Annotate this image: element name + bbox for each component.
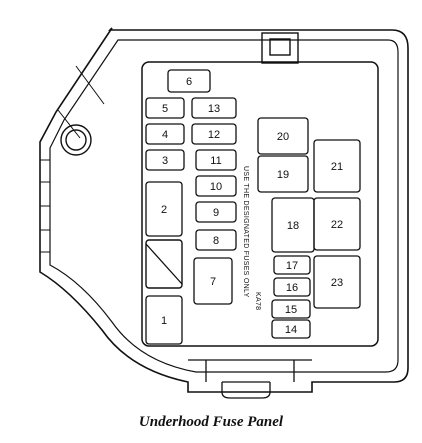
fuse-outline-11: [195, 149, 237, 171]
fuse-label-3: 3: [162, 155, 168, 167]
fuse-slot-13: 13: [191, 97, 237, 119]
fuse-label-7: 7: [210, 276, 216, 288]
fuse-outline-5: [145, 97, 185, 119]
fuse-label-19: 19: [277, 169, 289, 181]
fuse-slot-19: 19: [257, 155, 309, 193]
fuse-label-22: 22: [331, 219, 343, 231]
fuse-label-11: 11: [210, 155, 221, 167]
fuse-label-18: 18: [287, 220, 299, 232]
fuse-label-4: 4: [162, 129, 168, 141]
fuse-outline-12: [191, 123, 237, 145]
fuse-slot-5: 5: [145, 97, 185, 119]
fuse-slot-16: 16: [273, 277, 311, 297]
designated-fuses-label: USE THE DESIGNATED FUSES ONLY: [242, 166, 249, 298]
fuse-slot-12: 12: [191, 123, 237, 145]
fuse-outline-21: [313, 139, 361, 193]
fuse-outline-6: [167, 69, 211, 93]
fuse-layer: 6 5 13 4 12 3 11 10 2 9 8 7 1 20 19 21 18 22 17 16 23 15 14: [145, 69, 361, 345]
fuse-slot-4: 4: [145, 123, 185, 145]
fuse-slot-18: 18: [271, 197, 315, 253]
fuse-slot-21: 21: [313, 139, 361, 193]
fuse-slot-3: 3: [145, 149, 185, 171]
fuse-label-20: 20: [277, 131, 289, 143]
fuse-slot-15: 15: [271, 299, 311, 319]
top-latch: [261, 32, 299, 64]
fuse-outline-22: [313, 197, 361, 251]
fuse-slot-6: 6: [167, 69, 211, 93]
fuse-outline-2: [145, 181, 183, 237]
fuse-label-12: 12: [208, 129, 220, 141]
fuse-label-13: 13: [208, 103, 220, 115]
fuse-slot-2: 2: [145, 181, 183, 237]
fuse-label-21: 21: [331, 161, 343, 173]
fuse-block: [141, 61, 379, 347]
mounting-hole-icon: [60, 124, 92, 156]
fuse-label-2: 2: [161, 204, 167, 216]
fuse-label-15: 15: [285, 304, 297, 316]
fuse-label-1: 1: [161, 315, 167, 327]
panel-housing-inner: [49, 39, 399, 373]
fuse-slot-10: 10: [195, 175, 237, 197]
fuse-outline-9: [195, 201, 237, 223]
fuse-outline-4: [145, 123, 185, 145]
fuse-label-8: 8: [213, 235, 219, 247]
fuse-slot-14: 14: [271, 319, 311, 339]
fuse-slot-23: 23: [313, 255, 361, 309]
bottom-clip: [188, 359, 312, 399]
fuse-outline-14: [271, 319, 311, 339]
fuse-label-6: 6: [186, 76, 192, 88]
fuse-slot-8: 8: [195, 229, 237, 251]
code-label: KA78: [254, 292, 261, 310]
fuse-outline-7: [193, 257, 233, 305]
fuse-label-14: 14: [285, 324, 297, 336]
fuse-outline-13: [191, 97, 237, 119]
fuse-slot-20: 20: [257, 117, 309, 155]
fuse-outline-19: [257, 155, 309, 193]
fuse-label-16: 16: [286, 282, 298, 294]
fuse-label-5: 5: [162, 103, 168, 115]
housing-ribs: [40, 65, 105, 253]
fuse-outline-10: [195, 175, 237, 197]
fuse-outline-16: [273, 277, 311, 297]
fuse-outline-8: [195, 229, 237, 251]
fuse-slot-17: 17: [273, 255, 311, 275]
fuse-outline-23: [313, 255, 361, 309]
fuse-slot-9: 9: [195, 201, 237, 223]
fuse-label-9: 9: [213, 207, 219, 219]
fuse-slot-11: 11: [195, 149, 237, 171]
fuse-slot-1: 1: [145, 295, 183, 345]
fuse-label-17: 17: [286, 260, 298, 272]
fuse-outline-1: [145, 295, 183, 345]
fuse-outline-17: [273, 255, 311, 275]
fuse-outline-15: [271, 299, 311, 319]
fuse-outline-3: [145, 149, 185, 171]
relay-unlabeled: [145, 239, 183, 289]
fuse-slot-22: 22: [313, 197, 361, 251]
fuse-outline-20: [257, 117, 309, 155]
panel-housing: [39, 27, 409, 393]
fuse-label-23: 23: [331, 277, 343, 289]
fuse-slot-7: 7: [193, 257, 233, 305]
fuse-label-10: 10: [210, 181, 222, 193]
panel-caption: Underhood Fuse Panel: [138, 414, 284, 430]
